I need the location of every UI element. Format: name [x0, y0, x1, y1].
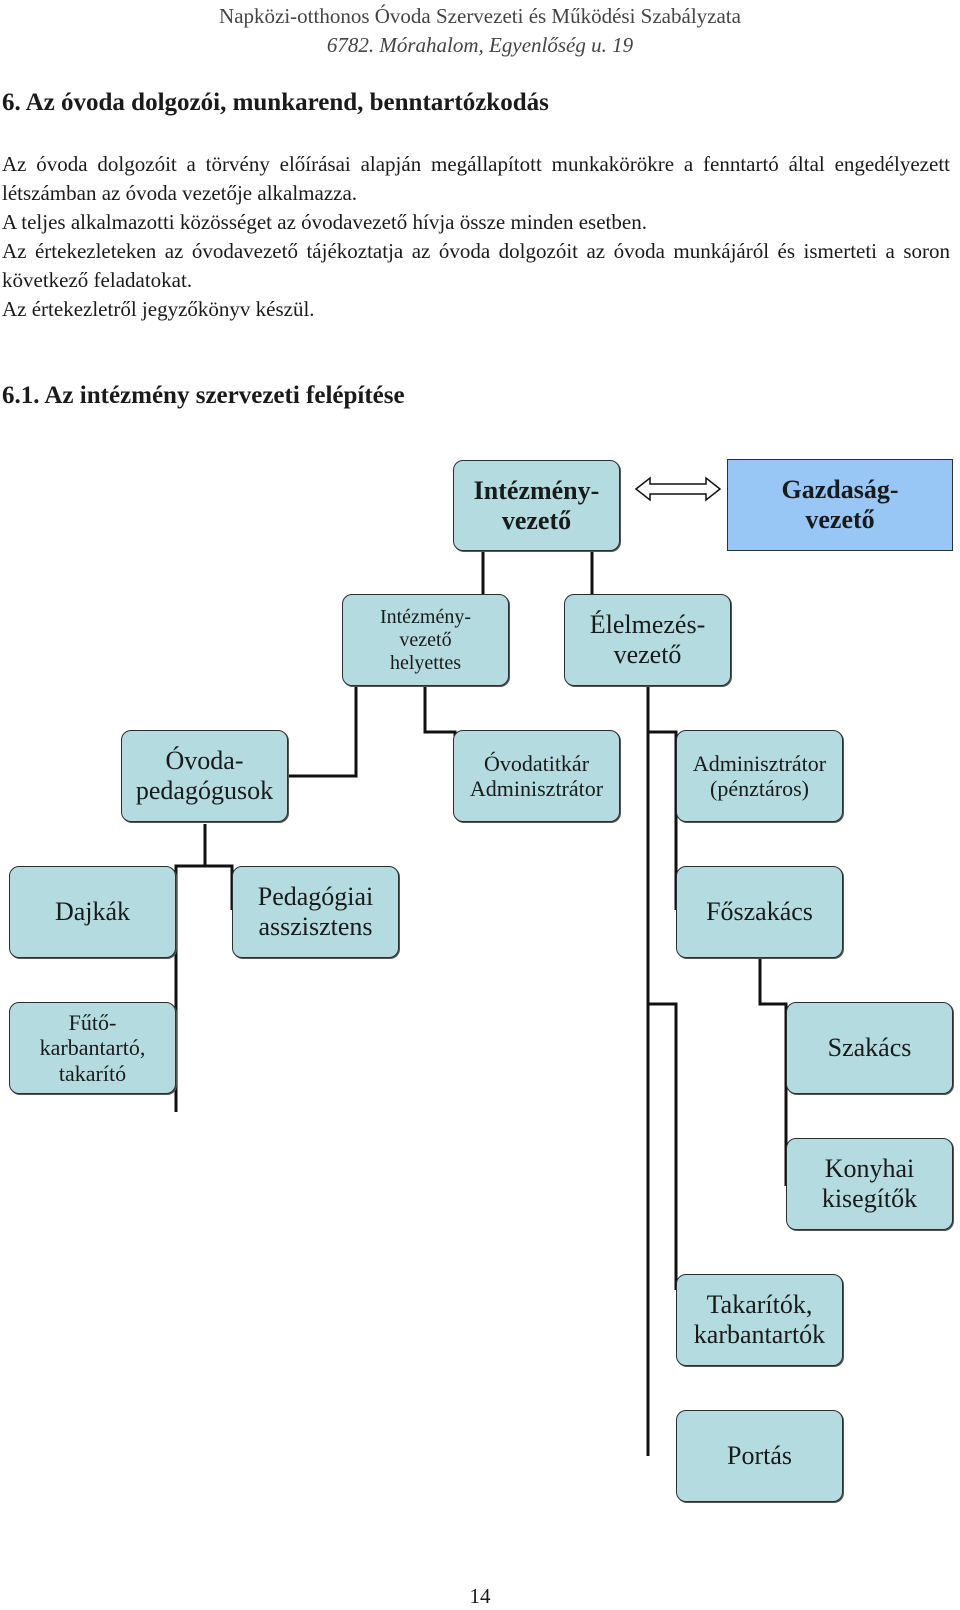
org-node-portas: Portás [676, 1410, 843, 1502]
org-node-ovodapedagogusok: Óvoda-pedagógusok [121, 730, 288, 822]
paragraph-3: Az értekezleteken az óvodavezető tájékoz… [2, 239, 950, 292]
org-node-intezmenyvezeto: Intézmény-vezető [453, 460, 620, 551]
document-header-address: 6782. Mórahalom, Egyenlőség u. 19 [326, 33, 634, 57]
document-header-title: Napközi-otthonos Óvoda Szervezeti és Műk… [219, 4, 741, 28]
paragraph-1: Az óvoda dolgozóit a törvény előírásai a… [2, 152, 950, 205]
org-node-gazdasagvezeto: Gazdaság-vezető [727, 459, 953, 551]
paragraph-2: A teljes alkalmazotti közösséget az óvod… [2, 210, 647, 234]
org-node-elelmezesvezeto: Élelmezés-vezető [564, 594, 731, 686]
org-node-foszakacs: Főszakács [676, 866, 843, 958]
org-node-szakacs: Szakács [786, 1002, 953, 1094]
org-node-takaritok: Takarítók,karbantartók [676, 1274, 843, 1366]
org-node-futo-karbantarto: Fűtő-karbantartó,takarító [9, 1002, 176, 1094]
section-heading: 6. Az óvoda dolgozói, munkarend, benntar… [2, 89, 549, 116]
org-node-adminisztrator: Adminisztrátor(pénztáros) [676, 730, 843, 822]
subsection-heading: 6.1. Az intézmény szervezeti felépítése [2, 382, 405, 409]
org-node-dajkak: Dajkák [9, 866, 176, 958]
paragraph-4: Az értekezletről jegyzőkönyv készül. [2, 297, 315, 321]
page-number: 14 [469, 1584, 491, 1608]
double-arrow-icon [634, 476, 722, 502]
